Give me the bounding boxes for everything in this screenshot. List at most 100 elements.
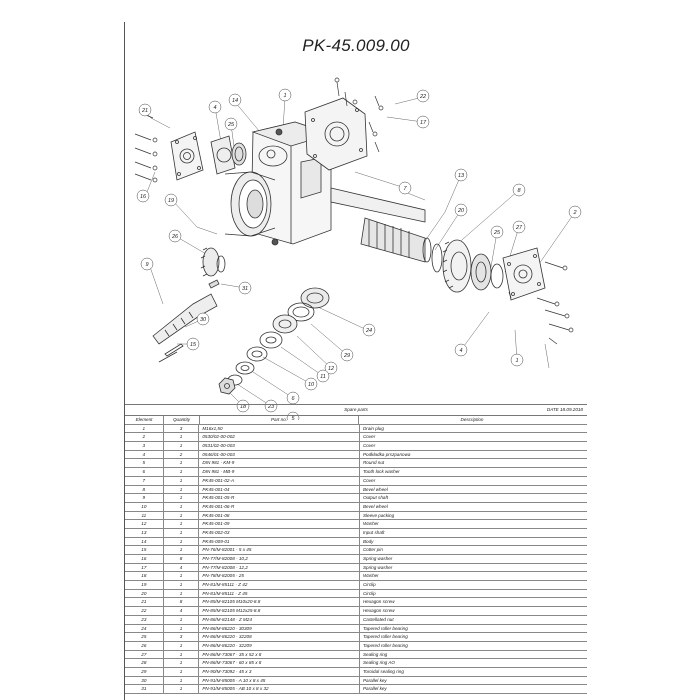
cell-quantity: 1 xyxy=(164,511,200,520)
cell-description: Bevel wheel xyxy=(362,503,388,509)
cell-part-no: 0530/02-00-002 xyxy=(199,433,360,442)
cell-description: Hexagon screw xyxy=(362,608,395,614)
cell-description: Cover xyxy=(362,434,376,440)
cell-quantity: 4 xyxy=(164,563,200,572)
callout-label: 31 xyxy=(242,286,248,292)
cell-element: 23 xyxy=(125,615,164,624)
body-flange xyxy=(224,171,276,237)
cell-description: Cover xyxy=(362,443,376,449)
cell-part-no: PN-86/M-73067 · 60 x 85 x 8 xyxy=(199,659,360,667)
cell-part-no: PK45-002-03 xyxy=(199,528,360,537)
cell-element: 20 xyxy=(125,589,164,598)
cell-part-no: PK45-001-08 xyxy=(199,511,360,520)
callout-label: 17 xyxy=(420,120,427,126)
cell-element: 5 xyxy=(125,459,164,468)
lower-component-stack xyxy=(218,287,330,395)
callout-label: 14 xyxy=(232,98,238,104)
cell-part-no: PN-86/M-86220 · 32209 xyxy=(199,641,360,650)
cell-part-no: PN-90/M-73092 · 45 x 3 xyxy=(199,667,360,676)
right-bolts xyxy=(536,261,574,345)
callout-label: 6 xyxy=(291,396,295,402)
callout-label: 20 xyxy=(457,208,465,214)
callout-labels: 21 14 1 22 17 4 25 7 16 13 20 8 19 26 2 … xyxy=(140,93,577,420)
cell-part-no: 0546/01-00-003 xyxy=(199,450,360,459)
cell-description: Tapered roller bearing xyxy=(362,625,408,631)
callout-label: 4 xyxy=(459,348,462,354)
cell-part-no: PN-91/M-85005 · AB 10 x 8 x 32 xyxy=(199,685,360,693)
top-right-bolts xyxy=(334,77,384,153)
cell-part-no: PN-81/M-85111 · Z 42 xyxy=(199,581,360,589)
cell-description: Input shaft xyxy=(362,529,385,535)
cell-description: Round nut xyxy=(362,460,385,466)
cell-element: 31 xyxy=(125,685,164,693)
drawing-date: DATE 18.09.2018 xyxy=(546,407,583,412)
drawing-title: PK-45.009.00 xyxy=(302,36,410,55)
cell-description: Spring washer xyxy=(362,556,393,561)
cell-description: Washer xyxy=(362,573,379,579)
cell-element: 27 xyxy=(125,650,164,659)
callout-label: 19 xyxy=(168,198,174,204)
cell-part-no: PK45-001-06-R xyxy=(199,502,360,511)
cell-part-no: PN-85/M-82105 M12x25-8.8 xyxy=(199,607,360,615)
cell-quantity: 1 xyxy=(164,442,200,450)
cell-part-no: DIN 981 · MB-9 xyxy=(199,468,360,476)
cell-element: 4 xyxy=(125,450,164,459)
callout-label: 11 xyxy=(320,374,326,380)
cell-element: 10 xyxy=(125,502,164,511)
callout-label: 4 xyxy=(213,105,216,111)
cell-quantity: 1 xyxy=(164,468,200,476)
callout-label: 10 xyxy=(308,382,315,388)
cell-quantity: 1 xyxy=(164,581,200,589)
cell-quantity: 1 xyxy=(164,546,200,554)
cell-element: 6 xyxy=(125,468,164,476)
left-bolts xyxy=(134,111,158,183)
cell-quantity: 1 xyxy=(164,624,200,633)
callout-label: 25 xyxy=(493,230,501,236)
table-caption-row: Spare parts DATE 18.09.2018 xyxy=(125,404,587,415)
cell-element: 26 xyxy=(125,641,164,650)
cell-element: 14 xyxy=(125,537,164,546)
cell-description: Hexagon screw xyxy=(362,599,395,605)
cell-part-no: DIN 981 · KM-9 xyxy=(199,459,360,468)
cell-description: Sleeve packing xyxy=(362,512,395,518)
cell-element: 19 xyxy=(125,581,164,589)
callout-label: 21 xyxy=(141,108,148,114)
cell-quantity: 1 xyxy=(164,485,200,494)
col-header-description: Description xyxy=(460,417,484,422)
callout-label: 15 xyxy=(190,342,197,348)
cell-description: Tapered roller bearing xyxy=(362,634,408,640)
callout-label: 1 xyxy=(283,93,286,99)
callout-label: 29 xyxy=(343,353,350,359)
cell-quantity: 2 xyxy=(164,450,200,459)
callout-label: 27 xyxy=(515,225,523,231)
cell-element: 25 xyxy=(125,633,164,641)
cell-element: 15 xyxy=(125,546,164,554)
cell-part-no: PN-78/M-82005 · 25 xyxy=(199,572,360,581)
cell-part-no: PK45-001-02-A xyxy=(199,476,360,485)
cell-part-no: PK45-001-09 xyxy=(199,520,360,528)
cell-description: Bevel wheel xyxy=(362,486,388,492)
cell-part-no: PN-86/M-73067 · 35 x 52 x 8 xyxy=(199,650,360,659)
callout-label: 5 xyxy=(291,416,295,420)
callout-label: 8 xyxy=(517,188,521,194)
cell-quantity: 1 xyxy=(164,537,200,546)
cell-part-no: PN-86/M-82148 · Z M24 xyxy=(199,615,360,624)
cell-quantity: 1 xyxy=(164,520,200,528)
cell-description: Parallel key xyxy=(362,686,387,692)
cell-part-no: PN-81/M-85111 · Z 45 xyxy=(199,589,360,598)
